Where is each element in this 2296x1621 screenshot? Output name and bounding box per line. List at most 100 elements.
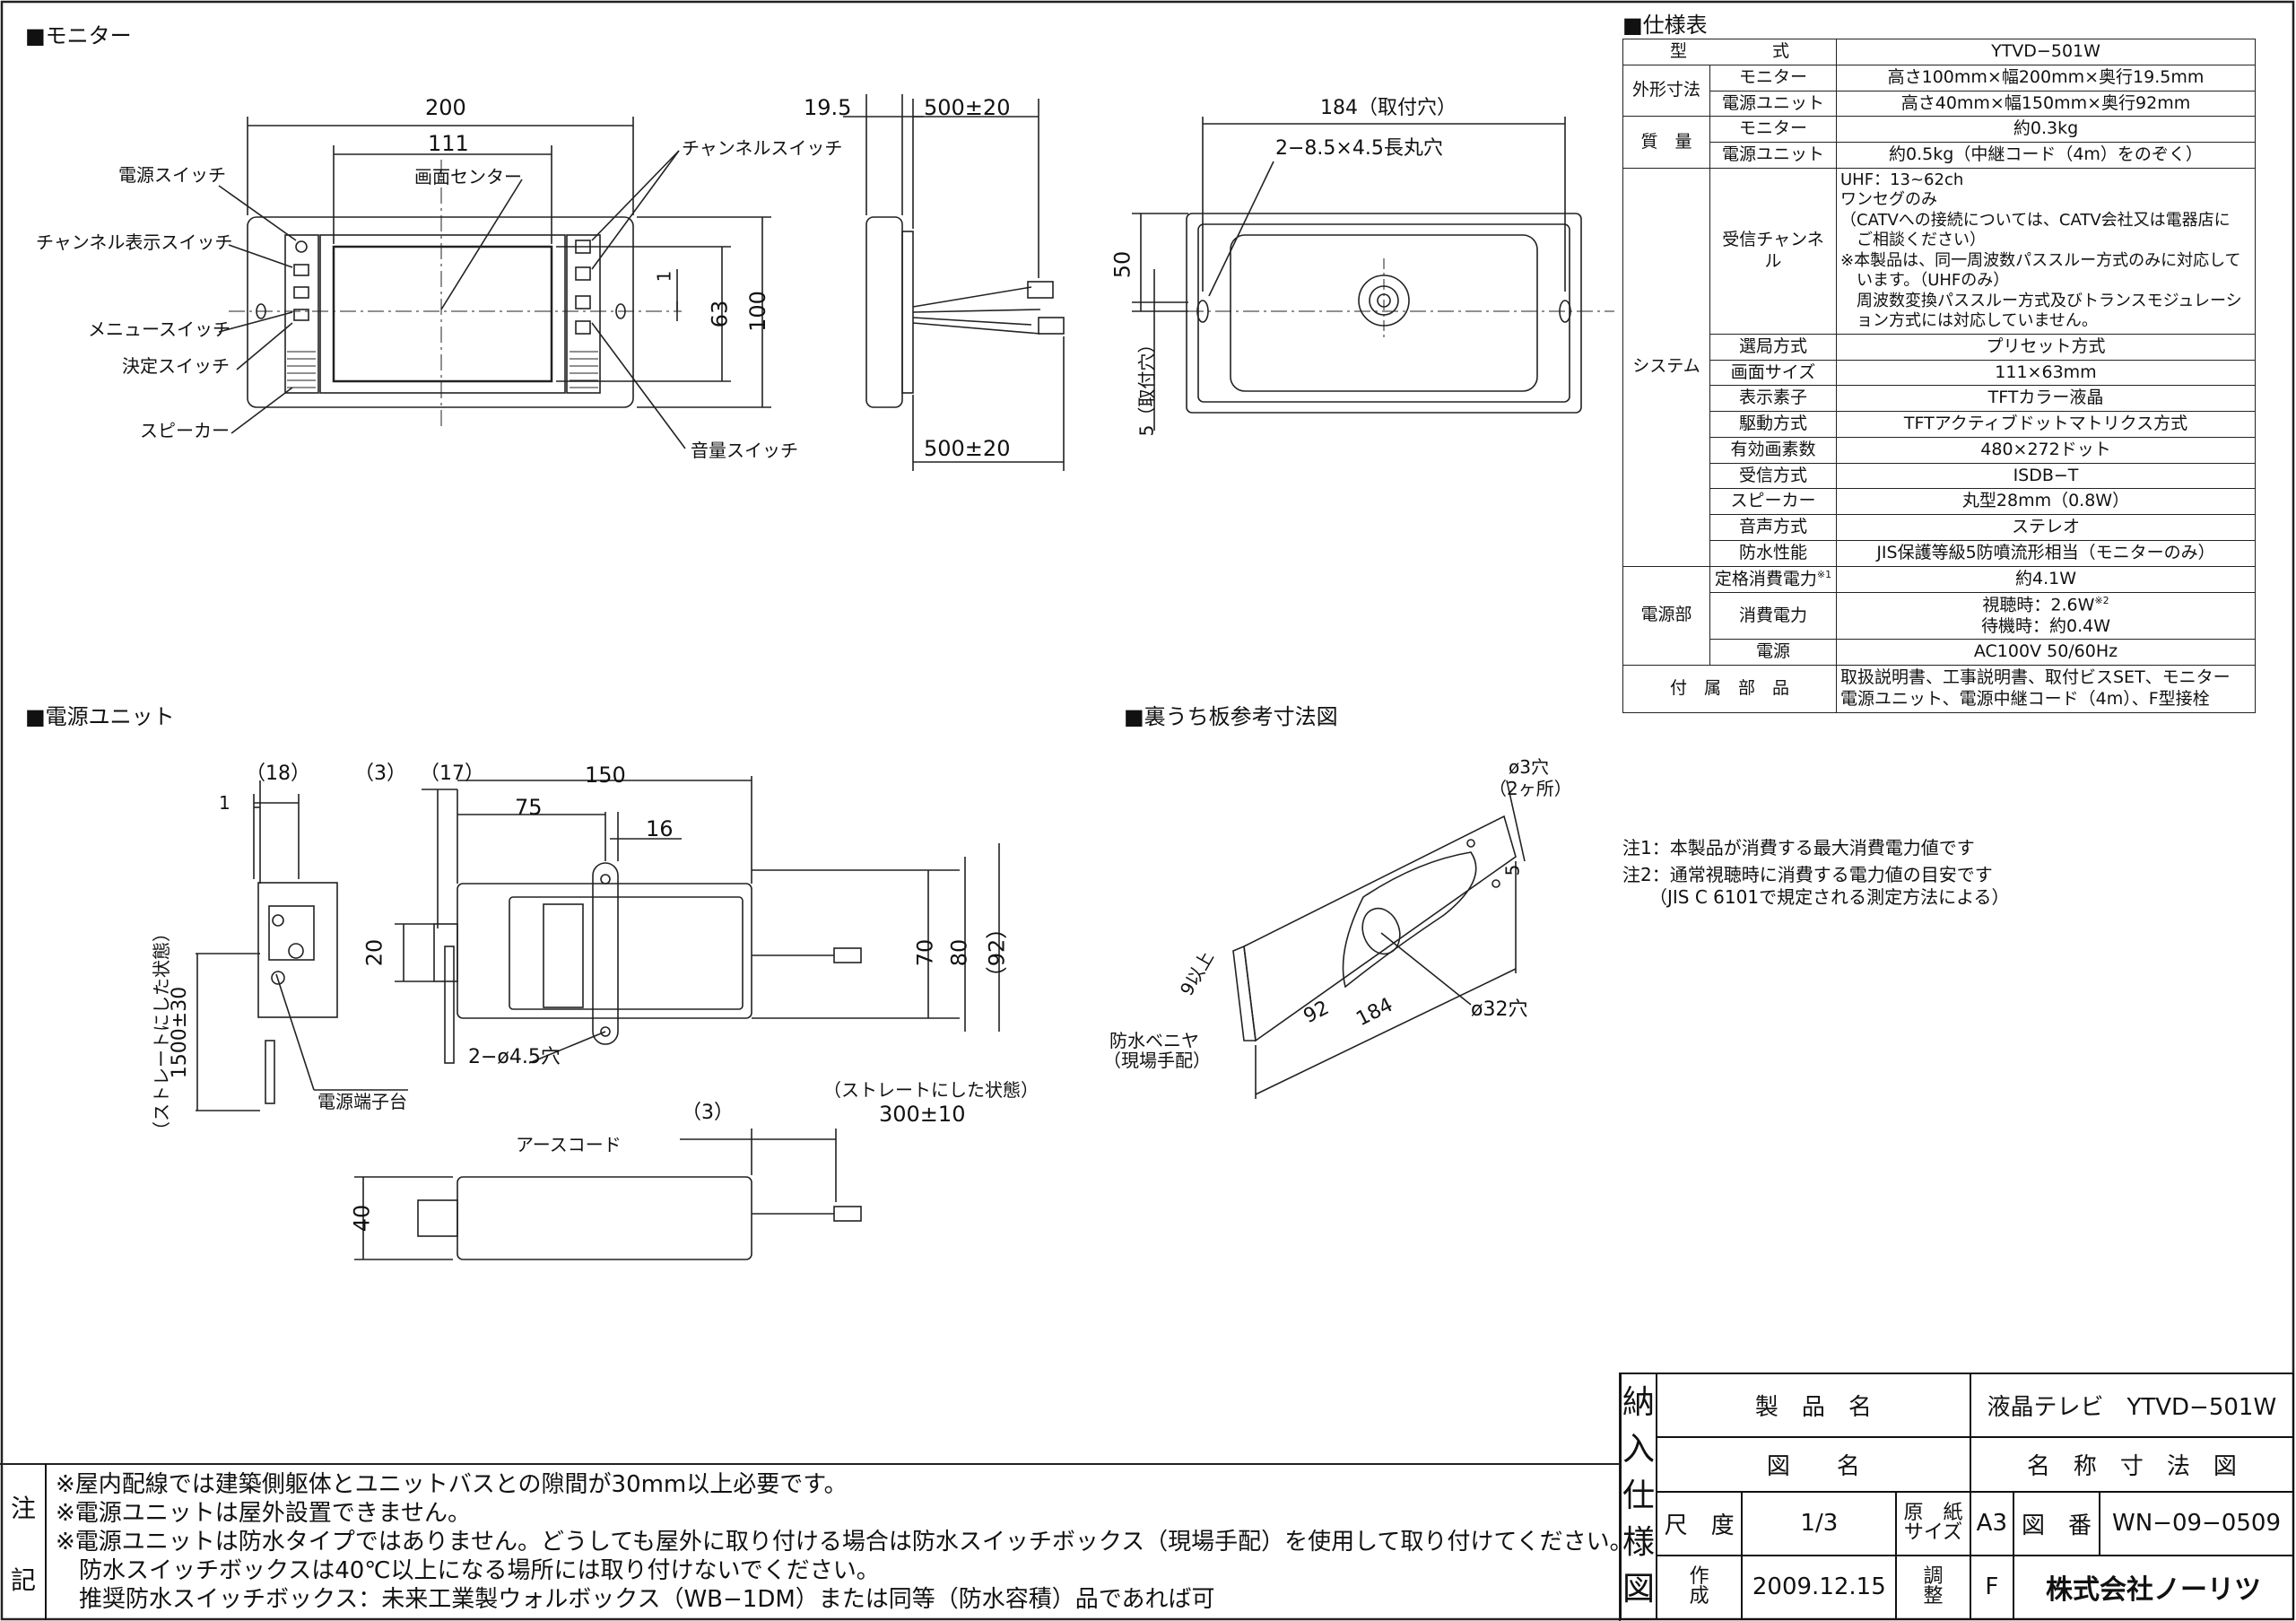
dim-100: 100	[744, 291, 770, 332]
spec-group: システム	[1622, 167, 1710, 567]
spec-cell-model-label: 型 式	[1622, 39, 1837, 65]
section-power-unit: ■電源ユニット	[25, 704, 175, 729]
notes-label-column: 注 記	[0, 1464, 47, 1620]
company-name: 株式会社ノーリツ	[2013, 1554, 2294, 1621]
dim-150: 150	[585, 763, 626, 788]
spec-line: ワンセグのみ	[1840, 190, 1937, 210]
spec-line: UHF：13~62ch	[1840, 170, 1964, 189]
scale-label: 尺 度	[1655, 1490, 1744, 1556]
section-back-board: ■裏うち板参考寸法図	[1124, 704, 1338, 729]
note-line: 防水スイッチボックスは40℃以上になる場所には取り付けないでください。	[56, 1557, 880, 1584]
spec-value: 高さ100mm×幅200mm×奥行19.5mm	[1836, 64, 2256, 92]
spec-value: AC100V 50/60Hz	[1836, 639, 2256, 667]
spec-sub: モニター	[1709, 64, 1837, 92]
spec-value: ISDB−T	[1836, 462, 2256, 490]
spec-line: 取扱説明書、工事説明書、取付ビスSET、モニター	[1840, 667, 2231, 688]
label-power-switch: 電源スイッチ	[118, 164, 226, 186]
spec-value: 約0.3kg	[1836, 116, 2256, 143]
dim-80: 80	[946, 938, 972, 967]
dim-111: 111	[428, 131, 469, 156]
footnote-3: （JIS C 6101で規定される測定方法による）	[1622, 886, 2010, 908]
title-side-label: 納 入 仕 様 図	[1620, 1373, 1657, 1620]
spec-sub: スピーカー	[1709, 488, 1837, 515]
dim-5-board: 5	[1501, 864, 1524, 876]
spec-sub: 消費電力	[1709, 591, 1837, 641]
adjust-value: F	[1969, 1554, 2015, 1621]
spec-value: TFTアクティブドットマトリクス方式	[1836, 411, 2256, 438]
dim-16: 16	[646, 816, 674, 841]
scale-value: 1/3	[1741, 1490, 1898, 1556]
note-line: 推奨防水スイッチボックス：未来工業製ウォルボックス（WB−1DM）または同等（防…	[56, 1586, 1215, 1613]
section-spec: ■仕様表	[1622, 13, 1708, 38]
side-char: 入	[1622, 1430, 1655, 1468]
note-line: ※電源ユニットは防水タイプではありません。どうしても屋外に取り付ける場合は防水ス…	[56, 1529, 1633, 1556]
spec-line: います。（UHFのみ）	[1840, 271, 2010, 291]
label-terminal: 電源端子台	[317, 1091, 407, 1112]
spec-row: 電源ユニット高さ40mm×幅150mm×奥行92mm	[1623, 90, 2256, 118]
label-veneer-note: （現場手配）	[1103, 1050, 1211, 1071]
date-label-line: 作	[1689, 1565, 1709, 1589]
spec-label: 型	[1669, 41, 1687, 61]
dim-5-mount: 5（取付穴）	[1135, 335, 1158, 437]
label-cable-straight: （ストレートにした状態）	[151, 924, 172, 1139]
spec-row: 選局方式プリセット方式	[1623, 333, 2256, 361]
side-char: 様	[1622, 1524, 1655, 1562]
spec-group: 電源部	[1622, 565, 1710, 667]
spec-line: （CATVへの接続については、CATV会社又は電器店に	[1840, 210, 2231, 230]
product-label: 製 品 名	[1656, 1372, 1971, 1439]
notes-label-char: 注	[11, 1494, 37, 1523]
spec-sub: 画面サイズ	[1709, 359, 1837, 387]
spec-row: 付 属 部 品取扱説明書、工事説明書、取付ビスSET、モニター電源ユニット、電源…	[1622, 665, 2256, 713]
note-line: ※電源ユニットは屋外設置できません。	[56, 1500, 472, 1527]
spec-sub-label: 定格消費電力	[1714, 568, 1817, 588]
label-screen-center: 画面センター	[414, 166, 522, 187]
spec-value: 480×272ドット	[1836, 436, 2256, 464]
paper-label-line: サイズ	[1903, 1521, 1963, 1545]
side-char: 図	[1622, 1571, 1655, 1608]
spec-line: ご相談ください）	[1840, 231, 1986, 250]
spec-row: 質 量モニター約0.3kg	[1622, 116, 2256, 169]
drawing-number: WN−09−0509	[2099, 1490, 2294, 1556]
drawing-name: 名 称 寸 法 図	[1969, 1436, 2295, 1493]
spec-group: 外形寸法	[1622, 64, 1710, 118]
adjust-label: 調整	[1895, 1554, 1971, 1621]
spec-sub: 電源	[1709, 639, 1837, 667]
spec-sub: 電源ユニット	[1709, 142, 1837, 169]
spec-row: 外形寸法モニター高さ100mm×幅200mm×奥行19.5mm	[1622, 64, 2256, 118]
spec-sub: 定格消費電力※1	[1709, 565, 1837, 593]
spec-sub: 受信チャンネル	[1709, 167, 1837, 335]
dim-50: 50	[1109, 250, 1135, 279]
dim-63: 63	[707, 300, 733, 328]
dim-3-b: （3）	[682, 1102, 734, 1124]
side-char: 納	[1622, 1383, 1655, 1421]
spec-sub: 防水性能	[1709, 539, 1837, 567]
notes-label-char: 記	[11, 1565, 37, 1595]
label-veneer: 防水ベニヤ	[1109, 1030, 1199, 1051]
spec-value: 高さ40mm×幅150mm×奥行92mm	[1836, 90, 2256, 118]
dim-cable-1500: 1500±30	[169, 986, 192, 1079]
adjust-label-line: 調	[1923, 1565, 1944, 1589]
label-menu-switch: メニュースイッチ	[88, 318, 230, 340]
label-cable2-straight: （ストレートにした状態）	[823, 1079, 1039, 1101]
label-hole-3-count: （2ヶ所）	[1489, 778, 1572, 799]
dim-200: 200	[425, 95, 466, 120]
label-hole-3: ø3穴	[1509, 756, 1549, 778]
paper-label: 原 紙サイズ	[1895, 1490, 1971, 1556]
spec-value-accessories: 取扱説明書、工事説明書、取付ビスSET、モニター電源ユニット、電源中継コード（4…	[1836, 665, 2256, 713]
spec-line: 周波数変換パススルー方式及びトランスモジュレーシ	[1840, 291, 2242, 310]
side-char: 仕	[1622, 1477, 1655, 1514]
spec-sub: 電源ユニット	[1709, 90, 1837, 118]
label-earth-cord: アースコード	[516, 1134, 622, 1155]
drawing-label: 図 名	[1656, 1436, 1971, 1493]
dim-17: （17）	[420, 763, 484, 785]
spec-value: ステレオ	[1836, 514, 2256, 541]
